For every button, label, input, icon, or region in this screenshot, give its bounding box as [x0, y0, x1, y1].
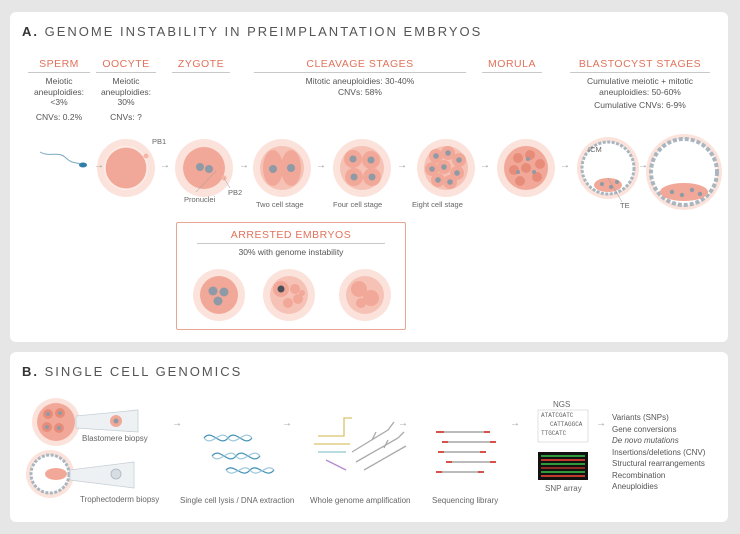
biopsy-pipette-2 — [70, 462, 134, 488]
list-item: Recombination — [612, 470, 705, 482]
ngs-label: NGS — [553, 400, 570, 409]
biopsied-te-cells — [111, 469, 121, 479]
arrow-icon: → — [510, 418, 520, 429]
arrow-icon: → — [172, 418, 182, 429]
wga-label: Whole genome amplification — [310, 496, 411, 505]
blastomere-biopsy-embryo — [32, 398, 80, 446]
ngs-read-1: ATATCGATC — [541, 412, 573, 419]
list-item: Variants (SNPs) — [612, 412, 705, 424]
snp-array-graphic — [538, 452, 588, 480]
dna-helix-icon — [204, 435, 274, 473]
ngs-read-2: CATTAGGCA — [550, 421, 582, 428]
arrow-icon: → — [596, 418, 606, 429]
arrow-icon: → — [282, 418, 292, 429]
snp-array-label: SNP array — [545, 484, 582, 493]
blastomere-biopsy-label: Blastomere biopsy — [82, 434, 148, 443]
list-item: Insertions/deletions (CNV) — [612, 447, 705, 459]
arrow-icon: → — [398, 418, 408, 429]
biopsy-pipette-1 — [76, 410, 138, 432]
list-item: Gene conversions — [612, 424, 705, 436]
trophectoderm-biopsy-label: Trophectoderm biopsy — [80, 495, 159, 504]
ngs-read-3: TTGCATC — [541, 430, 566, 437]
sequencing-library-graphic — [436, 432, 496, 472]
lysis-label: Single cell lysis / DNA extraction — [180, 496, 294, 505]
library-label: Sequencing library — [432, 496, 498, 505]
trophectoderm-biopsy-embryo — [26, 450, 74, 498]
list-item: De novo mutations — [612, 435, 705, 447]
list-item: Structural rearrangements — [612, 458, 705, 470]
whole-genome-amplification-graphic — [314, 418, 406, 470]
list-item: Aneuploidies — [612, 481, 705, 493]
genomic-outcomes-list: Variants (SNPs) Gene conversions De novo… — [612, 412, 705, 493]
